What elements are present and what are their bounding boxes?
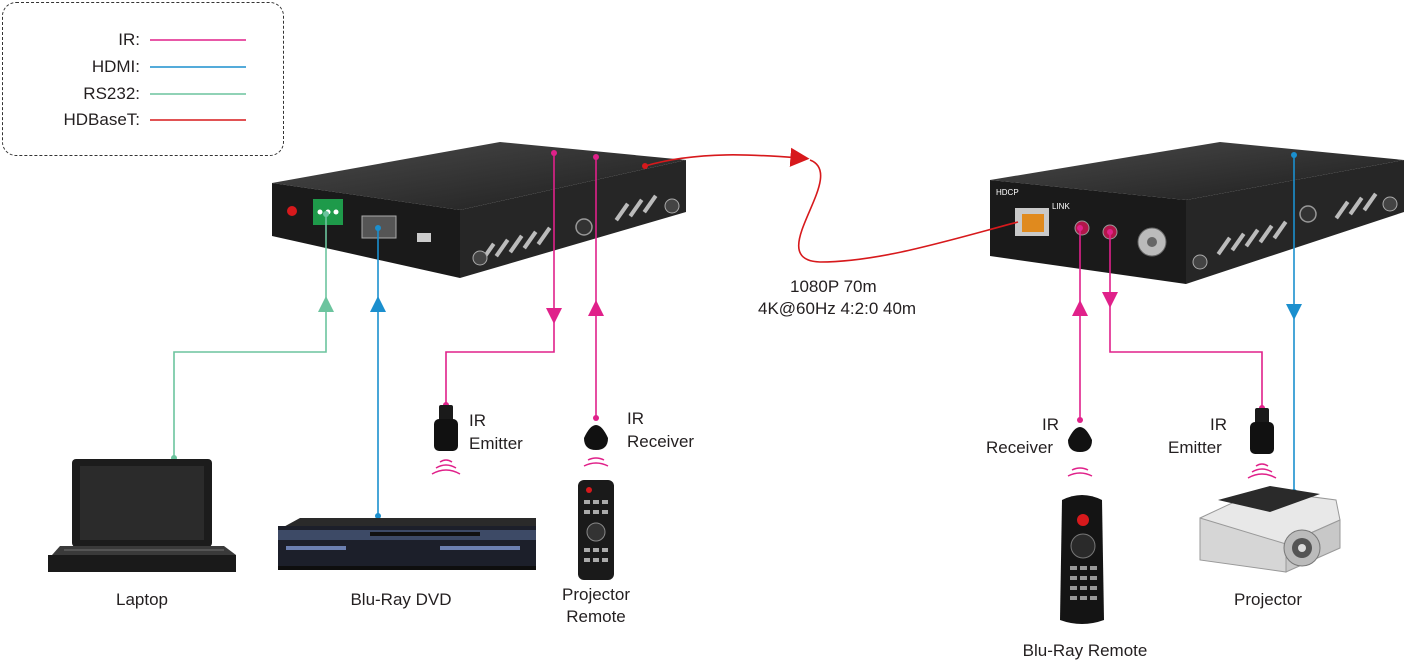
bluray-remote-icon: [1060, 495, 1104, 624]
projector-icon: [1199, 486, 1341, 573]
projector-remote-label-line1: Projector: [561, 585, 631, 604]
ir-emitter-icon-right: [1247, 408, 1277, 479]
ir-receiver-left-label-line1: IR: [627, 409, 644, 428]
legend-lines: [150, 39, 246, 121]
projector-remote-icon: [578, 480, 614, 580]
tx-extender-icon: [272, 142, 686, 278]
ir-emitter-icon-left: [431, 405, 461, 475]
laptop-label: Laptop: [116, 590, 168, 609]
hdbaset-cable: [644, 147, 810, 167]
ir-emitter-left-label-line2: Emitter: [469, 434, 523, 453]
ir-receiver-right-label-line2: Receiver: [986, 438, 1054, 457]
legend-label-ir: IR:: [118, 30, 140, 49]
rx-extender-icon: [990, 142, 1404, 284]
projector-label: Projector: [1233, 590, 1303, 609]
bluray-label: Blu-Ray DVD: [350, 590, 452, 609]
ir-receiver-icon-left: [583, 425, 609, 467]
legend-label-hdbaset: HDBaseT:: [63, 110, 140, 129]
ir-emitter-right-label-line2: Emitter: [1168, 438, 1222, 457]
ir-emitter-right-label-line1: IR: [1210, 415, 1227, 434]
projector-remote-label-line2: Remote: [566, 607, 626, 626]
bluray-remote-label: Blu-Ray Remote: [1022, 641, 1148, 660]
laptop-icon: [48, 459, 236, 572]
ir-receiver-right-label-line1: IR: [1042, 415, 1059, 434]
ir-receiver-left-label-line2: Receiver: [627, 432, 695, 451]
legend-label-rs232: RS232:: [83, 84, 140, 103]
link-label: LINK: [1052, 202, 1070, 211]
rs232-cable: [173, 296, 334, 458]
link-spec-line2: 4K@60Hz 4:2:0 40m: [758, 299, 917, 318]
legend-label-hdmi: HDMI:: [91, 57, 140, 76]
hdcp-label: HDCP: [996, 188, 1019, 197]
legend-box: [2, 2, 284, 156]
ir-emitter-left-label-line1: IR: [469, 411, 486, 430]
link-spec-line1: 1080P 70m: [790, 277, 877, 296]
ir-receiver-icon-right: [1067, 427, 1093, 477]
bluray-player-icon: [278, 518, 536, 570]
